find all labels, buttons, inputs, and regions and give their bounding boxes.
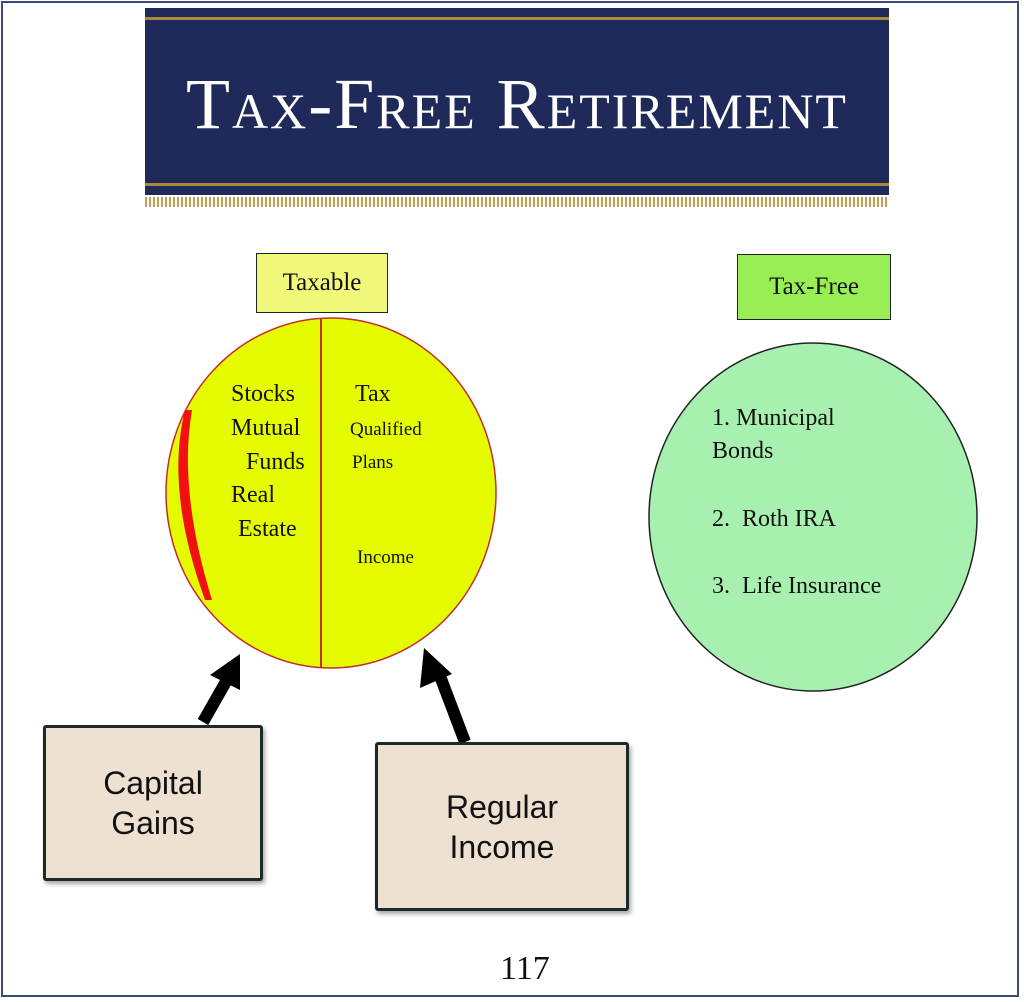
- item-plans: Plans: [352, 452, 394, 473]
- regular-income-line1: Regular: [445, 788, 559, 825]
- item-life-insurance: 3. Life Insurance: [712, 573, 882, 599]
- item-estate: Estate: [238, 516, 297, 542]
- tax-free-label: Tax-Free: [737, 254, 891, 320]
- taxable-circle: [165, 317, 497, 669]
- item-tax: Tax: [355, 381, 391, 407]
- capital-gains-line2: Gains: [111, 805, 195, 841]
- gold-rule: [145, 17, 889, 20]
- item-real: Real: [231, 482, 275, 508]
- capital-gains-line1: Capital: [103, 765, 203, 801]
- title-banner: Tax-Free Retirement: [145, 8, 889, 195]
- gold-stripe-band: [145, 197, 889, 207]
- item-bonds: Bonds: [712, 438, 774, 464]
- item-mutual: Mutual: [231, 415, 301, 441]
- item-municipal: 1. Municipal: [712, 405, 835, 431]
- tax-free-circle: [648, 342, 978, 692]
- taxable-label: Taxable: [256, 253, 388, 313]
- red-edge-mark: [178, 410, 212, 600]
- item-stocks: Stocks: [231, 381, 296, 407]
- item-income: Income: [357, 547, 414, 568]
- item-roth-ira: 2. Roth IRA: [712, 506, 837, 532]
- page-number: 117: [500, 950, 550, 987]
- item-funds: Funds: [246, 449, 305, 475]
- regular-income-line2: Income: [449, 828, 555, 865]
- gold-rule: [145, 183, 889, 186]
- page-title: Tax-Free Retirement: [186, 64, 848, 144]
- arrow-capital-gains: [197, 654, 240, 725]
- arrow-regular-income: [420, 648, 471, 745]
- item-qualified: Qualified: [350, 419, 422, 440]
